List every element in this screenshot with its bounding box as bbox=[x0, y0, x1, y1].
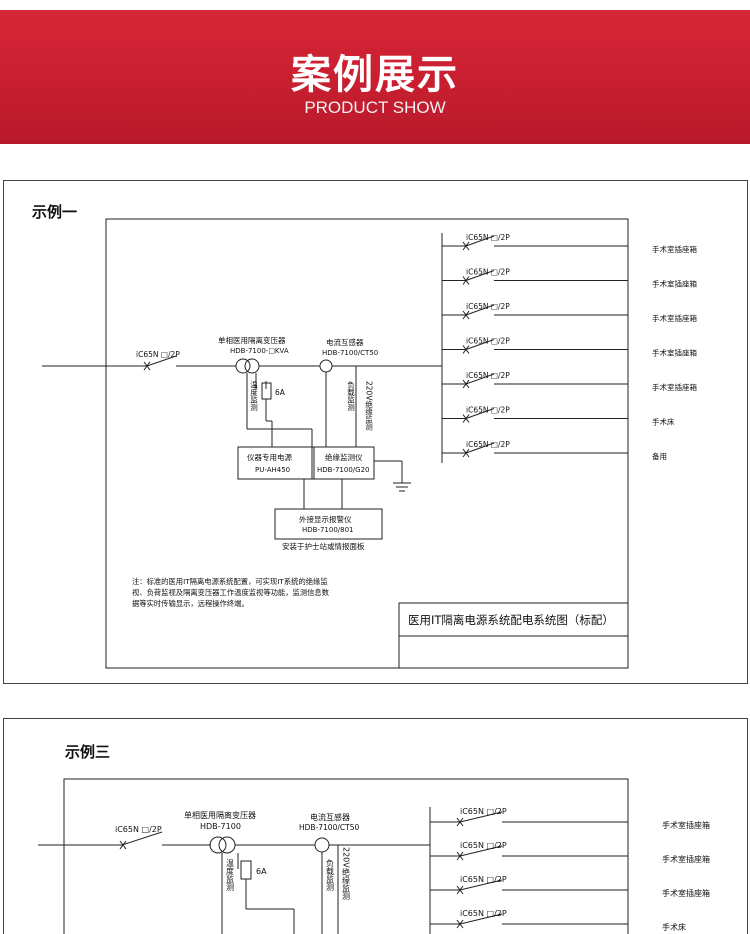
distribution-diagram-2: iC65N □/2P 单相医用隔离变压器 HDB-7100 电流互感器 HDB-… bbox=[38, 778, 710, 934]
transformer-coil-2 bbox=[244, 358, 260, 374]
distribution-diagram-1: iC65N □/2P 单相医用隔离变压器 HDB-7100-□KVA 电流互感器… bbox=[42, 218, 697, 669]
insulation-220-label: 220V绝缘监测 bbox=[364, 381, 373, 432]
fuse-label-2: 6A bbox=[256, 867, 267, 876]
ex2-branch-2: iC65N □/2P 手术室插座箱 bbox=[430, 841, 710, 864]
transformer-coil-1b bbox=[209, 836, 227, 854]
ct-model-2: HDB-7100/CT50 bbox=[299, 823, 359, 832]
main-breaker-contact-2 bbox=[121, 831, 163, 846]
ex1-branch-2: iC65N □/2P 手术室插座箱 bbox=[442, 268, 697, 289]
ex1-branch-breaker-label: iC65N □/2P bbox=[466, 406, 510, 415]
monitor-model: HDB-7100/G20 bbox=[317, 466, 370, 474]
load-monitor-label-2: 负载监测 bbox=[326, 858, 335, 892]
display-model: HDB-7100/801 bbox=[302, 526, 354, 534]
transformer-name-2: 单相医用隔离变压器 bbox=[184, 810, 256, 820]
banner-subtitle: PRODUCT SHOW bbox=[304, 98, 446, 117]
drawing-frame bbox=[105, 218, 629, 669]
monitor-name: 绝缘监测仪 bbox=[325, 452, 363, 462]
temp-monitor-label-2: 温度监测 bbox=[226, 859, 235, 892]
ex2-branch-breaker-label: iC65N □/2P bbox=[460, 841, 507, 850]
ex2-branch-3: iC65N □/2P 手术室插座箱 bbox=[430, 875, 710, 898]
ex1-branch-load-label: 手术室插座箱 bbox=[652, 244, 697, 254]
ex1-branch-5: iC65N □/2P 手术室插座箱 bbox=[442, 371, 697, 392]
transformer-model: HDB-7100-□KVA bbox=[230, 347, 289, 355]
fuse-symbol-2 bbox=[240, 860, 252, 880]
banner-title: 案例展示 bbox=[291, 52, 459, 98]
ex1-branch-breaker-label: iC65N □/2P bbox=[466, 371, 510, 380]
example-panel-1: 示例一 bbox=[3, 180, 748, 684]
ex1-branch-1: iC65N □/2P 手术室插座箱 bbox=[442, 233, 697, 254]
main-breaker-contact bbox=[146, 355, 177, 367]
ex1-branch-load-label: 手术室插座箱 bbox=[652, 382, 697, 392]
ex1-branch-load-label: 手术室插座箱 bbox=[652, 313, 697, 323]
example-1-title: 示例一 bbox=[32, 203, 78, 221]
ex1-branch-load-label: 备用 bbox=[652, 451, 667, 461]
transformer-coil-1 bbox=[235, 358, 251, 374]
ex2-branch-breaker-label: iC65N □/2P bbox=[460, 807, 507, 816]
drawing-frame-2 bbox=[63, 778, 629, 934]
ex1-branch-load-label: 手术床 bbox=[652, 417, 675, 427]
ex2-branch-load-label: 手术床 bbox=[662, 922, 686, 932]
transformer-name: 单相医用隔离变压器 bbox=[218, 335, 286, 345]
ex1-branch-4: iC65N □/2P 手术室插座箱 bbox=[442, 337, 697, 358]
example-panel-2: 示例三 iC65N □/2P 单相医用隔离变压器 bbox=[3, 718, 748, 934]
ct-name-2: 电流互感器 bbox=[310, 812, 350, 822]
display-name: 外接显示报警仪 bbox=[299, 514, 352, 524]
psu-box bbox=[237, 446, 315, 480]
ex1-branch-breaker-label: iC65N □/2P bbox=[466, 268, 510, 277]
transformer-model-2: HDB-7100 bbox=[200, 822, 241, 831]
temp-monitor-label: 温度监测 bbox=[249, 381, 258, 413]
ex2-branch-load-label: 手术室插座箱 bbox=[662, 820, 710, 830]
insulation-monitor-box bbox=[311, 446, 375, 480]
psu-model: PU-AH450 bbox=[255, 466, 290, 474]
psu-name: 仪器专用电源 bbox=[247, 452, 292, 462]
fuse-label: 6A bbox=[275, 388, 286, 397]
insulation-220-label-2: 220V绝缘监测 bbox=[342, 847, 351, 901]
example-2-title: 示例三 bbox=[65, 743, 111, 761]
ct-model: HDB-7100/CT50 bbox=[322, 349, 378, 357]
display-alarm-box bbox=[274, 508, 383, 540]
note-line-2: 视、负荷监视及隔离变压器工作温度监视等功能，监测信息数 bbox=[132, 588, 330, 597]
ex2-branch-4: iC65N □/2P 手术床 bbox=[430, 909, 686, 932]
diagram-caption: 医用IT隔离电源系统配电系统图（标配） bbox=[408, 613, 614, 627]
main-breaker-label: iC65N □/2P bbox=[136, 350, 180, 359]
ex2-branch-breaker-label: iC65N □/2P bbox=[460, 875, 507, 884]
ex1-branch-breaker-label: iC65N □/2P bbox=[466, 440, 510, 449]
ex2-branch-load-label: 手术室插座箱 bbox=[662, 854, 710, 864]
display-location: 安装于护士站或情报面板 bbox=[282, 541, 365, 551]
ex1-branch-3: iC65N □/2P 手术室插座箱 bbox=[442, 302, 697, 323]
ex1-branch-load-label: 手术室插座箱 bbox=[652, 279, 697, 289]
ex1-branch-breaker-label: iC65N □/2P bbox=[466, 302, 510, 311]
ex2-branch-load-label: 手术室插座箱 bbox=[662, 888, 710, 898]
ex1-branch-breaker-label: iC65N □/2P bbox=[466, 337, 510, 346]
ex2-branch-1: iC65N □/2P 手术室插座箱 bbox=[430, 807, 710, 830]
main-breaker-label-2: iC65N □/2P bbox=[115, 825, 162, 834]
header-banner: 案例展示 PRODUCT SHOW bbox=[0, 10, 750, 144]
current-transformer-symbol-2 bbox=[314, 837, 330, 853]
ex1-branch-6: iC65N □/2P 手术床 bbox=[442, 406, 675, 427]
ct-name: 电流互感器 bbox=[326, 337, 364, 347]
ex1-branch-7: iC65N □/2P 备用 bbox=[442, 440, 667, 461]
transformer-coil-2b bbox=[218, 836, 236, 854]
ex2-branch-breaker-label: iC65N □/2P bbox=[460, 909, 507, 918]
ex1-branch-breaker-label: iC65N □/2P bbox=[466, 233, 510, 242]
note-line-1: 注：标准的医用IT隔离电源系统配置，可实现IT系统的绝缘监 bbox=[132, 577, 328, 586]
ex1-branch-load-label: 手术室插座箱 bbox=[652, 348, 697, 358]
load-monitor-label: 负载监测 bbox=[346, 380, 355, 413]
note-line-3: 据等实时传输显示，远程操作终端。 bbox=[132, 599, 249, 608]
current-transformer-symbol bbox=[319, 359, 333, 373]
